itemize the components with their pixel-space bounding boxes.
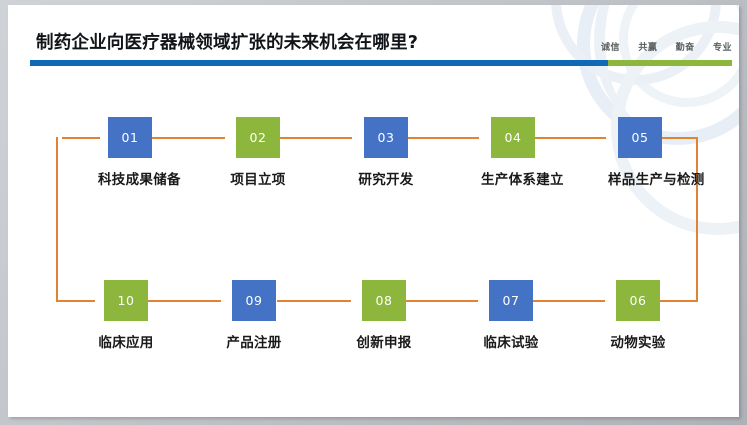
flow-step-03[interactable]: 03 研究开发: [354, 117, 418, 188]
step-number-badge-03: 03: [364, 117, 408, 158]
step-number-badge-04: 04: [491, 117, 535, 158]
connector-06-07: [532, 300, 605, 302]
step-number-badge-10: 10: [104, 280, 148, 321]
flow-step-09[interactable]: 09 产品注册: [222, 280, 286, 351]
flow-step-10[interactable]: 10 临床应用: [94, 280, 158, 351]
step-number-badge-01: 01: [108, 117, 152, 158]
step-number-badge-06: 06: [616, 280, 660, 321]
connector-09-10: [144, 300, 221, 302]
step-label-09: 产品注册: [226, 335, 282, 351]
flow-step-08[interactable]: 08 创新申报: [352, 280, 416, 351]
step-label-01: 科技成果储备: [98, 172, 181, 188]
flow-step-04[interactable]: 04 生产体系建立: [481, 117, 564, 188]
connector-left-exit-bottom: [56, 300, 95, 302]
flow-step-02[interactable]: 02 项目立项: [226, 117, 290, 188]
connector-08-09: [277, 300, 351, 302]
step-label-10: 临床应用: [98, 335, 154, 351]
globe-watermark-arc: [594, 5, 735, 133]
slogan-word-2: 共赢: [638, 43, 658, 53]
step-label-07: 临床试验: [483, 335, 539, 351]
step-label-08: 创新申报: [356, 335, 412, 351]
slogan-word-3: 勤奋: [675, 43, 695, 53]
connector-01-02: [149, 137, 225, 139]
step-label-03: 研究开发: [358, 172, 414, 188]
slide-canvas: 制药企业向医疗器械领域扩张的未来机会在哪里? 诚信 共赢 勤奋 专业 01: [8, 5, 739, 417]
connector-left-vertical: [56, 137, 58, 302]
connector-02-03: [278, 137, 352, 139]
connector-right-vertical: [696, 137, 698, 301]
page-title: 制药企业向医疗器械领域扩张的未来机会在哪里?: [36, 33, 419, 53]
connector-07-08: [405, 300, 478, 302]
step-label-04: 生产体系建立: [481, 172, 564, 188]
connector-03-04: [406, 137, 479, 139]
slogan-group: 诚信 共赢 勤奋 专业: [601, 40, 732, 53]
step-number-badge-09: 09: [232, 280, 276, 321]
flow-step-07[interactable]: 07 临床试验: [479, 280, 543, 351]
connector-04-05: [533, 137, 606, 139]
flow-step-06[interactable]: 06 动物实验: [606, 280, 670, 351]
step-number-badge-02: 02: [236, 117, 280, 158]
step-label-05: 样品生产与检测: [608, 172, 705, 188]
connector-right-entry-bottom: [659, 300, 698, 302]
step-label-06: 动物实验: [610, 335, 666, 351]
step-number-badge-07: 07: [489, 280, 533, 321]
step-number-badge-05: 05: [618, 117, 662, 158]
step-label-02: 项目立项: [230, 172, 286, 188]
slogan-word-1: 诚信: [601, 43, 621, 53]
step-number-badge-08: 08: [362, 280, 406, 321]
flow-step-01[interactable]: 01 科技成果储备: [98, 117, 181, 188]
slogan-word-4: 专业: [712, 43, 732, 53]
connector-left-entry: [62, 137, 100, 139]
title-underline-bar: [30, 60, 619, 66]
flow-step-05[interactable]: 05 样品生产与检测: [608, 117, 705, 188]
slogan-underline-bar: [608, 60, 732, 66]
connector-right-exit-top: [660, 137, 698, 139]
